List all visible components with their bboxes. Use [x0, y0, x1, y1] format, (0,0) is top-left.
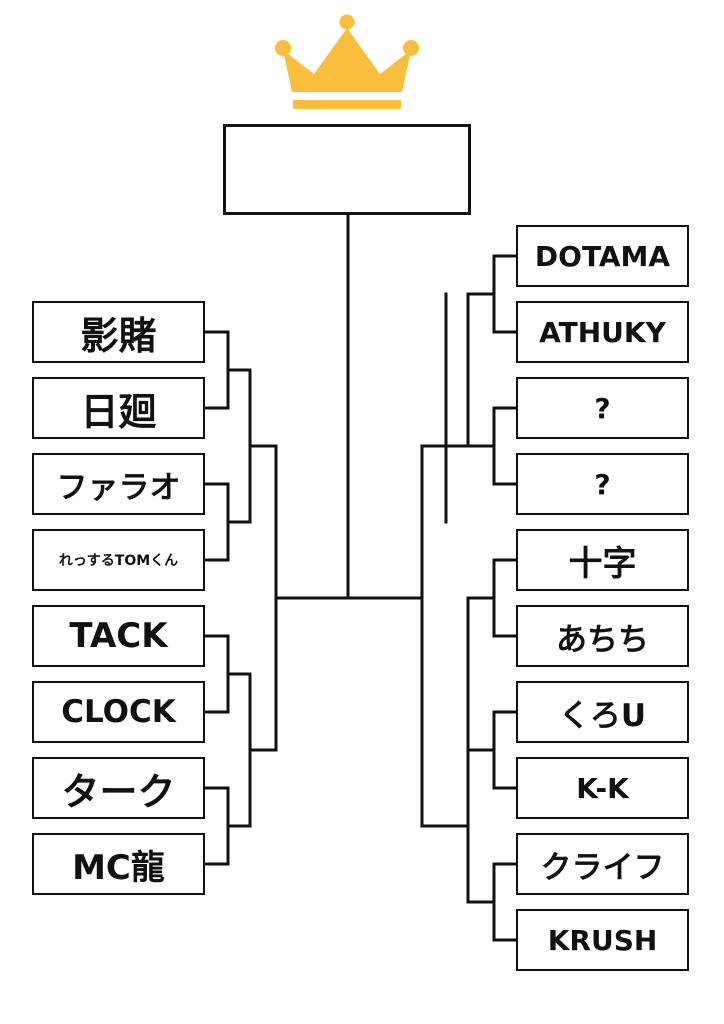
right-connector-r1-e — [466, 862, 518, 942]
right-connector-r3 — [420, 292, 448, 524]
bracket-entry-left-5: TACK — [32, 605, 205, 667]
bracket-entry-right-5: 十字 — [516, 529, 689, 591]
bracket-entry-left-4: れっするTOMくん — [32, 529, 205, 591]
entry-name: 影賭 — [80, 313, 157, 358]
entry-name: れっするTOMくん — [58, 553, 179, 569]
bracket-entry-left-3: ファラオ — [32, 453, 205, 515]
entry-name: あちち — [556, 621, 649, 658]
left-connector-r2-b — [248, 672, 278, 828]
bracket-entry-left-8: MC龍 — [32, 833, 205, 895]
right-connector-r4 — [346, 444, 424, 828]
entry-name: CLOCK — [61, 694, 176, 730]
bracket-entry-left-6: CLOCK — [32, 681, 205, 743]
bracket-entry-right-4: ? — [516, 453, 689, 515]
entry-name: K-K — [576, 771, 629, 805]
entry-name: TACK — [69, 616, 168, 656]
left-connector-r1-b — [203, 482, 252, 562]
bracket-entry-right-3: ? — [516, 377, 689, 439]
entry-name: MC龍 — [72, 847, 165, 888]
left-connector-r3 — [274, 444, 350, 752]
entry-name: ファラオ — [56, 469, 181, 506]
entry-name: DOTAMA — [534, 239, 671, 273]
left-connector-r2-a — [248, 368, 278, 524]
left-connector-r1-a — [203, 330, 252, 410]
right-connector-r2-c — [420, 748, 470, 904]
entry-name: 十字 — [568, 543, 637, 584]
right-connector-r1-d — [466, 710, 518, 790]
entry-name: クライフ — [540, 849, 665, 886]
bracket-entry-right-10: KRUSH — [516, 909, 689, 971]
bracket-entry-right-6: あちち — [516, 605, 689, 667]
entry-name: くろU — [558, 697, 647, 734]
entry-name: 日廻 — [80, 389, 157, 434]
bracket-entry-right-7: くろU — [516, 681, 689, 743]
right-connector-r1-c — [466, 558, 518, 638]
bracket-entry-right-9: クライフ — [516, 833, 689, 895]
right-connector-r2-a — [444, 292, 470, 448]
left-connector-r1-c — [203, 634, 252, 714]
left-connector-r1-d — [203, 786, 252, 866]
entry-name: KRUSH — [547, 923, 658, 957]
bracket-entry-left-7: ターク — [32, 757, 205, 819]
entry-name: ATHUKY — [539, 315, 666, 349]
entry-name: ? — [594, 391, 611, 425]
bracket-entry-left-1: 影賭 — [32, 301, 205, 363]
right-connector-r1-a — [466, 254, 518, 334]
bracket-entry-right-1: DOTAMA — [516, 225, 689, 287]
bracket-entry-right-2: ATHUKY — [516, 301, 689, 363]
champion-box — [223, 124, 471, 215]
bracket-entry-right-8: K-K — [516, 757, 689, 819]
right-connector-r1-b — [466, 406, 518, 486]
crown-icon — [275, 14, 419, 109]
bracket-entry-left-2: 日廻 — [32, 377, 205, 439]
entry-name: ? — [594, 467, 611, 501]
entry-name: ターク — [61, 769, 176, 814]
